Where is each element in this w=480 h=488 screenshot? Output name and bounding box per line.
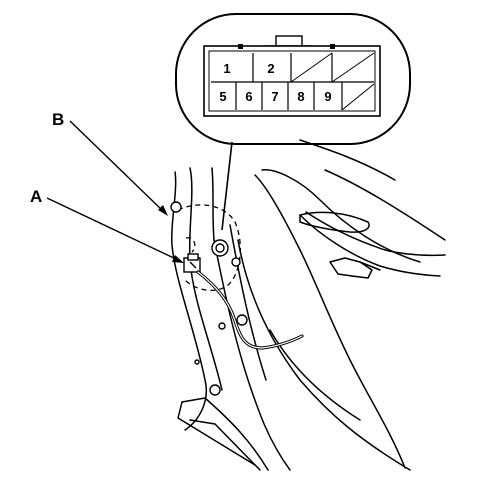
connector-a (183, 253, 201, 273)
pin-label-9: 9 (324, 89, 331, 104)
mounting-holes (170, 201, 248, 396)
callout-b: B (52, 110, 168, 216)
wire-harness (196, 211, 446, 350)
callout-a: A (30, 187, 184, 263)
pin-label-5: 5 (219, 89, 226, 104)
pin-label-2: 2 (267, 61, 274, 76)
pin-label-7: 7 (271, 89, 278, 104)
pin-label-6: 6 (245, 89, 252, 104)
callout-label-a: A (30, 187, 42, 206)
connector-face: 1 2 5 6 7 8 9 (203, 35, 381, 117)
connector-inset: 1 2 5 6 7 8 9 (175, 13, 411, 231)
pin-label-1: 1 (223, 61, 230, 76)
callout-label-b: B (52, 110, 64, 129)
hidden-outline (177, 204, 241, 292)
vehicle-body (170, 139, 446, 471)
pin-label-8: 8 (297, 89, 304, 104)
